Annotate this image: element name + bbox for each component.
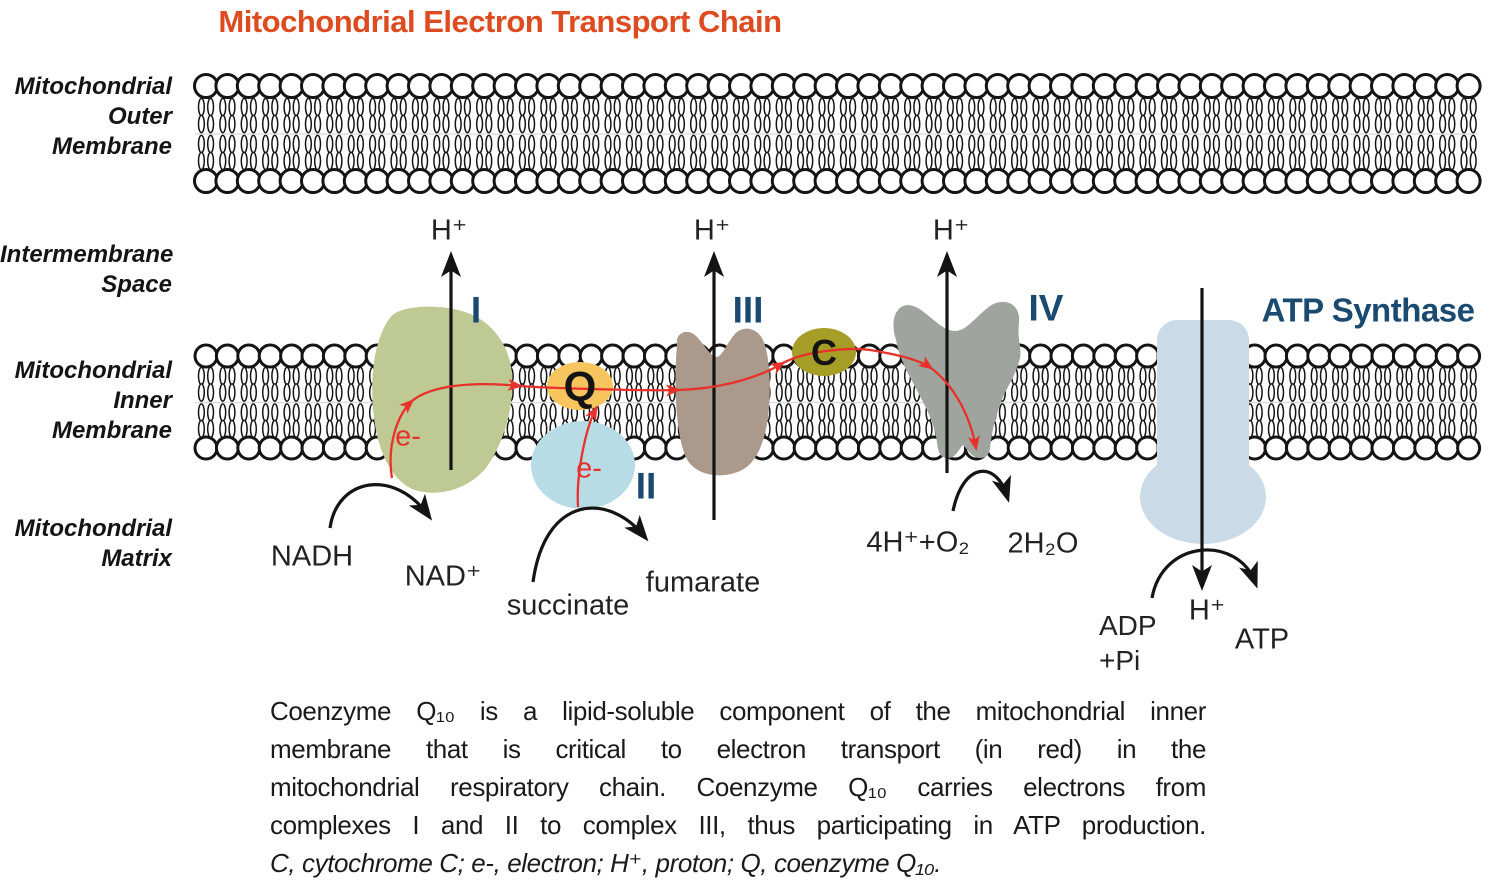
electron-path-c-to-complex-iv [782,347,934,370]
intermembrane-space-label: Intermembrane Space [0,241,174,298]
complex-iv-shape [893,301,1021,458]
coenzyme-q-label: Q [563,363,597,410]
complex-i-label: I [470,289,482,331]
atp-label: ATP [1234,623,1290,656]
page-title: Mitochondrial Electron Transport Chain [218,4,782,39]
water-product-label: 2H₂O [1007,527,1079,560]
cytochrome-c-label: C [811,332,837,373]
electron-path-complex-iv-to-oxygen [930,367,980,451]
electron-path-complex-ii-to-q [576,405,598,508]
inner-membrane-label: Mitochondrial Inner Membrane [14,357,172,444]
caption-line: Coenzyme Q₁₀ is a lipid-soluble componen… [270,696,1206,726]
complex-iii-label: III [732,289,764,331]
adp-to-atp-arrow [1150,548,1258,599]
matrix-label: Mitochondrial Matrix [14,515,172,572]
proton-label-complex-i: H⁺ [430,214,468,247]
succinate-label: succinate [506,589,630,622]
complex-iv-label: IV [1028,287,1064,329]
outer-membrane-label: Mitochondrial Outer Membrane [14,73,172,160]
atp-synthase-label: ATP Synthase [1261,291,1475,329]
electron-path-nadh-to-complex-i [389,398,415,479]
nadh-label: NADH [270,540,354,573]
proton-label-complex-iv: H⁺ [932,214,970,247]
electron-label-complex-i: e- [395,420,421,453]
caption-abbreviation-key: C, cytochrome C; e-, electron; H⁺, proto… [270,848,942,878]
electron-path-q-to-complex-iii [519,384,681,397]
nad-plus-label: NAD⁺ [404,560,482,593]
complex-ii-label: II [635,465,657,507]
electron-path-complex-i-to-q [411,378,523,402]
caption-line: complexes I and II to complex III, thus … [270,810,1206,840]
oxygen-reactants-label: 4H⁺+O₂ [866,526,970,559]
fumarate-label: fumarate [645,566,761,599]
proton-label-complex-iii: H⁺ [693,214,731,247]
caption-line: membrane that is critical to electron tr… [270,734,1206,764]
proton-label-atp-synthase: H⁺ [1188,594,1226,627]
oxygen-to-water-arrow [951,469,1011,512]
complex-i-shape [372,306,513,493]
nadh-to-nad-arrow [328,483,433,529]
electron-path-complex-iii-to-c [677,361,786,392]
figure-caption: Coenzyme Q₁₀ is a lipid-soluble componen… [270,692,1206,882]
electron-label-complex-ii: e- [576,452,602,485]
succinate-to-fumarate-arrow [531,506,649,583]
adp-pi-label: ADP +Pi [1099,610,1157,676]
complex-ii-shape [531,421,635,509]
caption-line: mitochondrial respiratory chain. Coenzym… [270,772,1206,802]
coenzyme-q-shape [547,362,613,410]
complex-iii-shape [675,328,770,476]
